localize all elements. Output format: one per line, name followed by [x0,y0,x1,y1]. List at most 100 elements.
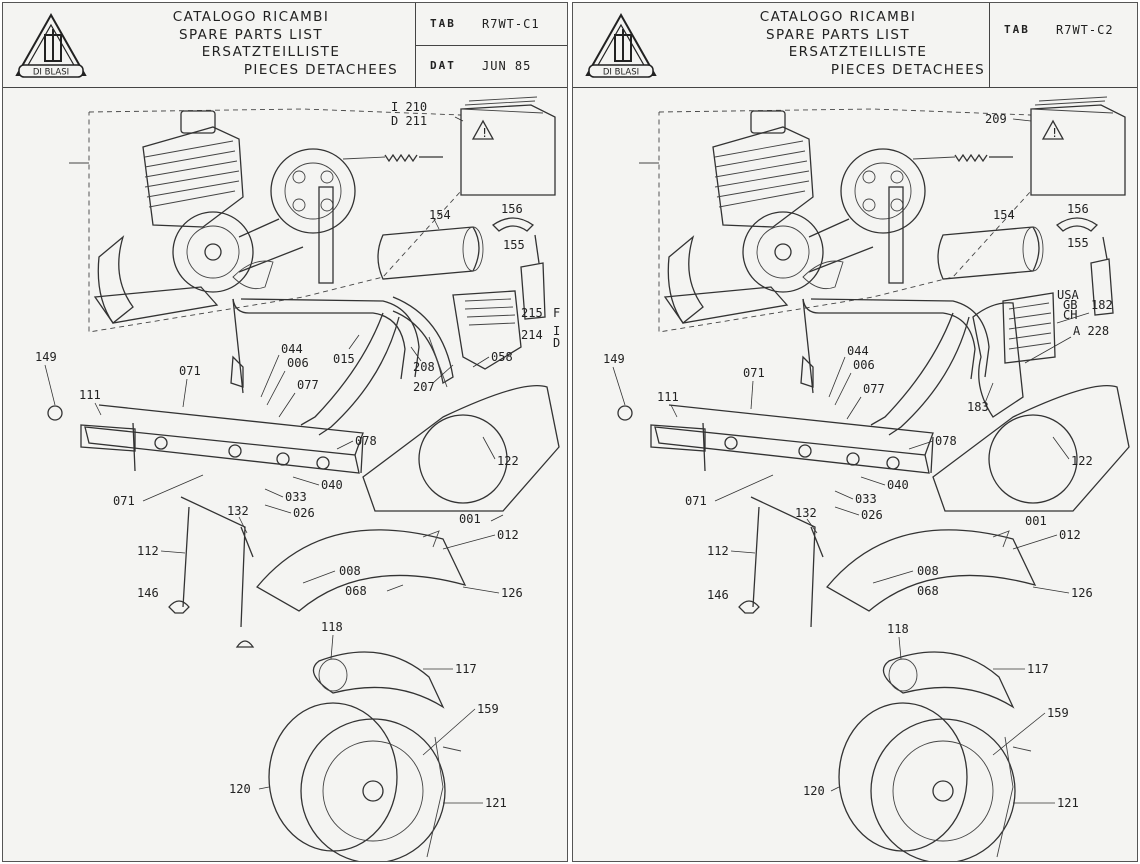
label-156: 156 [1067,202,1089,216]
label-120: 120 [803,784,825,798]
part-155 [1090,236,1114,316]
label-006: 006 [853,358,875,372]
label-058: 058 [491,350,513,364]
tab-label: TAB [430,17,456,30]
label-154: 154 [993,208,1015,222]
manual-booklet-icon: ! [1030,96,1126,196]
catalog-titles: CATALOGO RICAMBI SPARE PARTS LIST ERSATZ… [91,9,411,83]
part-labels: 209 154 156 155 USA GB CH 182 A 228 149 … [603,112,1113,810]
part-183-cover [972,302,1024,418]
label-ch: CH [1063,308,1077,322]
date-label: DAT [430,59,456,72]
label-122: 122 [497,454,519,468]
label-usa: USA [1057,288,1079,302]
svg-text:!: ! [481,126,488,140]
label-126: 126 [501,586,523,600]
title-de: ERSATZTEILLISTE [788,44,928,60]
label-026: 026 [861,508,883,522]
part-156 [1055,217,1099,232]
exploded-parts-diagram: ! [603,96,1130,861]
date-value: JUN 85 [482,59,532,73]
handlebar-frame [802,298,990,436]
part-122-shield [362,384,560,512]
label-214: 214 [521,328,543,342]
label-040: 040 [321,478,343,492]
label-211: D 211 [391,114,427,128]
label-006: 006 [287,356,309,370]
sheet-header: DI BLASI CATALOGO RICAMBI SPARE PARTS LI… [573,3,1137,88]
label-132: 132 [227,504,249,518]
label-155: 155 [503,238,525,252]
label-026: 026 [293,506,315,520]
title-de: ERSATZTEILLISTE [201,44,341,60]
label-044: 044 [281,342,303,356]
tab-value: R7WT-C2 [1056,23,1114,37]
label-132: 132 [795,506,817,520]
engine-assembly [663,110,1013,324]
part-149-knob [617,405,633,421]
label-112: 112 [137,544,159,558]
part-117-tread [312,651,445,709]
label-146: 146 [707,588,729,602]
label-120: 120 [229,782,251,796]
part-146-foot [168,600,190,614]
label-077: 077 [863,382,885,396]
part-117-tread [882,651,1015,709]
label-159: 159 [1047,706,1069,720]
part-155 [520,234,546,320]
part-154 [937,226,1044,280]
label-182: 182 [1091,298,1113,312]
svg-text:!: ! [1051,126,1058,140]
leader-lines [612,118,1090,804]
catalog-titles: CATALOGO RICAMBI SPARE PARTS LIST ERSATZ… [673,9,1003,83]
label-118: 118 [321,620,343,634]
warning-triangle-icon [471,119,495,140]
label-214-suffix-d: D [553,336,560,350]
chassis-frame [80,355,364,474]
label-146: 146 [137,586,159,600]
label-207: 207 [413,380,435,394]
label-071-top: 071 [743,366,765,380]
brand-name: DI BLASI [33,68,69,78]
part-146-foot [738,600,760,614]
label-012: 012 [497,528,519,542]
label-149: 149 [35,350,57,364]
title-en: SPARE PARTS LIST [178,26,324,43]
label-112: 112 [707,544,729,558]
part-126-fender [826,529,1037,612]
label-183: 183 [967,400,989,414]
title-fr: PIECES DETACHEES [830,61,986,78]
title-fr: PIECES DETACHEES [243,61,399,78]
part-156 [491,217,535,232]
title-it: CATALOGO RICAMBI [172,9,330,25]
label-040: 040 [887,478,909,492]
label-071-top: 071 [179,364,201,378]
part-126-fender [256,529,467,612]
label-156: 156 [501,202,523,216]
label-215: 215 [521,306,543,320]
label-117: 117 [1027,662,1049,676]
chassis-frame [650,355,934,474]
label-126: 126 [1071,586,1093,600]
label-111: 111 [79,388,101,402]
label-215-suffix: F [553,306,560,320]
label-149: 149 [603,352,625,366]
wheel-assembly [268,702,462,861]
part-122-shield [932,384,1130,512]
label-044: 044 [847,344,869,358]
engine-assembly [93,110,443,324]
label-121: 121 [1057,796,1079,810]
label-154: 154 [429,208,451,222]
label-078: 078 [355,434,377,448]
sheet-meta: TAB R7WT-C1 DAT JUN 85 [415,3,567,87]
label-001: 001 [1025,514,1047,528]
label-209: 209 [985,112,1007,126]
catalog-sheet-c2: DI BLASI CATALOGO RICAMBI SPARE PARTS LI… [572,2,1138,862]
label-122: 122 [1071,454,1093,468]
wheel-assembly [838,702,1032,861]
warning-triangle-icon [1041,119,1065,140]
part-215-cover [452,290,522,370]
part-154 [377,216,484,280]
label-228: A 228 [1073,324,1109,338]
exploded-parts-diagram: ! [35,96,560,861]
